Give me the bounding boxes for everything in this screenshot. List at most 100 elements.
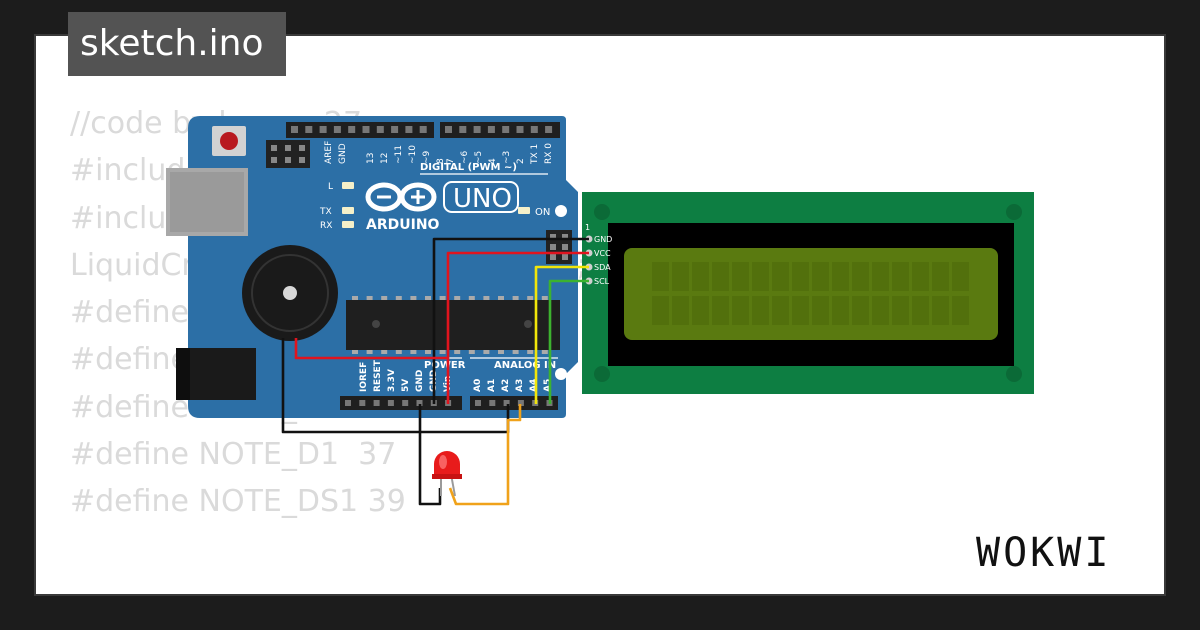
icsp-pin <box>271 145 277 151</box>
header-pin[interactable] <box>333 126 341 133</box>
icsp-pin <box>285 157 291 163</box>
header-pin[interactable] <box>359 400 366 406</box>
header-pin[interactable] <box>291 126 298 133</box>
header-pin[interactable] <box>319 126 327 133</box>
digital-pin-label: ~11 <box>394 145 404 164</box>
buzzer-ring <box>251 254 329 332</box>
wire-lcd-sda[interactable] <box>534 265 589 404</box>
chip-pin <box>512 350 519 354</box>
wire-buzzer-positive[interactable] <box>294 338 448 360</box>
lcd-mount-hole <box>594 204 610 220</box>
header-pin[interactable] <box>516 126 524 133</box>
lcd-screen <box>624 248 998 340</box>
header-pin[interactable] <box>475 400 481 406</box>
header-pin[interactable] <box>459 126 467 133</box>
lcd-cell <box>912 296 929 325</box>
header-pin[interactable] <box>345 400 351 406</box>
header-pin[interactable] <box>502 126 510 133</box>
header-pin[interactable] <box>373 400 380 406</box>
lcd-cell <box>752 262 769 291</box>
wire-led-cathode[interactable] <box>418 404 442 506</box>
header-pin[interactable] <box>473 126 481 133</box>
chip-pin <box>483 296 490 300</box>
wire-buzzer-negative[interactable] <box>281 338 510 434</box>
chip-notch <box>524 320 532 328</box>
header-pin[interactable] <box>376 126 384 133</box>
lcd-cell <box>772 262 789 291</box>
header-pin[interactable] <box>487 126 495 133</box>
header-pin[interactable] <box>445 126 452 133</box>
wire-led-anode[interactable] <box>448 404 522 506</box>
digital-pin-label: ~5 <box>474 151 484 164</box>
header-pin[interactable] <box>416 400 423 406</box>
digital-pin-label: 7 <box>446 158 456 164</box>
buzzer[interactable] <box>242 245 338 341</box>
lcd-cell <box>652 296 669 325</box>
red-led[interactable] <box>432 451 462 497</box>
board-mount-hole <box>555 205 567 217</box>
header-pin[interactable] <box>503 400 510 406</box>
icsp2-pin <box>562 234 568 240</box>
header-pin[interactable] <box>405 126 413 133</box>
lcd-mount-hole <box>594 366 610 382</box>
header-pin[interactable] <box>348 126 356 133</box>
chip-pin <box>454 350 461 354</box>
buzzer-hole <box>283 286 297 300</box>
chip-pin <box>527 350 534 354</box>
reset-button[interactable] <box>220 132 238 150</box>
header-pin[interactable] <box>402 400 409 406</box>
lcd-pin-label: SCL <box>594 277 610 286</box>
wire-lcd-gnd[interactable] <box>432 237 589 404</box>
led-l <box>342 182 354 189</box>
lcd-cell <box>792 262 809 291</box>
lcd-cell <box>832 296 849 325</box>
led-highlight <box>439 455 447 469</box>
lcd-cell <box>852 296 869 325</box>
led-body <box>434 451 460 476</box>
chip-pin <box>410 296 417 300</box>
header-pin[interactable] <box>305 126 313 133</box>
chip-pin <box>439 296 446 300</box>
lcd-cell <box>652 262 669 291</box>
lcd-cell <box>752 296 769 325</box>
chip-pin <box>395 296 402 300</box>
chip-pin <box>381 296 388 300</box>
analog-header <box>470 396 558 410</box>
lcd-pin-label: VCC <box>594 249 611 258</box>
header-pin[interactable] <box>391 126 399 133</box>
header-pin[interactable] <box>387 400 394 406</box>
header-pin[interactable] <box>419 126 427 133</box>
bottom-pin-label: GND <box>415 370 425 392</box>
chip-pin <box>366 296 373 300</box>
digital-pin-label: ~10 <box>408 145 418 164</box>
chip-pin <box>541 350 548 354</box>
lcd-cell <box>812 262 829 291</box>
bottom-pin-label: 5V <box>401 379 411 392</box>
header-pin[interactable] <box>530 126 538 133</box>
header-pin[interactable] <box>545 126 553 133</box>
chip-pin <box>352 296 358 300</box>
icsp2-pin <box>550 234 556 240</box>
wires <box>281 237 589 506</box>
wire-lcd-vcc[interactable] <box>446 251 589 404</box>
icsp-pin <box>285 145 291 151</box>
header-pin[interactable] <box>489 400 496 406</box>
led-tx <box>342 207 354 214</box>
bottom-pin-label: A3 <box>515 379 525 392</box>
led-label-l: L <box>328 182 333 192</box>
wire-lcd-scl[interactable] <box>548 279 589 404</box>
lcd-pin-label: SDA <box>594 263 611 272</box>
power-label: POWER <box>424 360 466 371</box>
board-mount-hole <box>555 368 567 380</box>
model-name: UNO <box>453 184 512 214</box>
icsp-pin <box>299 145 305 151</box>
header-pin[interactable] <box>362 126 370 133</box>
file-tab[interactable]: sketch.ino <box>68 12 286 76</box>
lcd-cell <box>872 262 889 291</box>
header-pin[interactable] <box>517 400 524 406</box>
chip-pin <box>541 296 548 300</box>
chip-pin <box>498 350 504 354</box>
lcd-module[interactable]: 1 GND VCC SDA SCL <box>582 192 1034 394</box>
